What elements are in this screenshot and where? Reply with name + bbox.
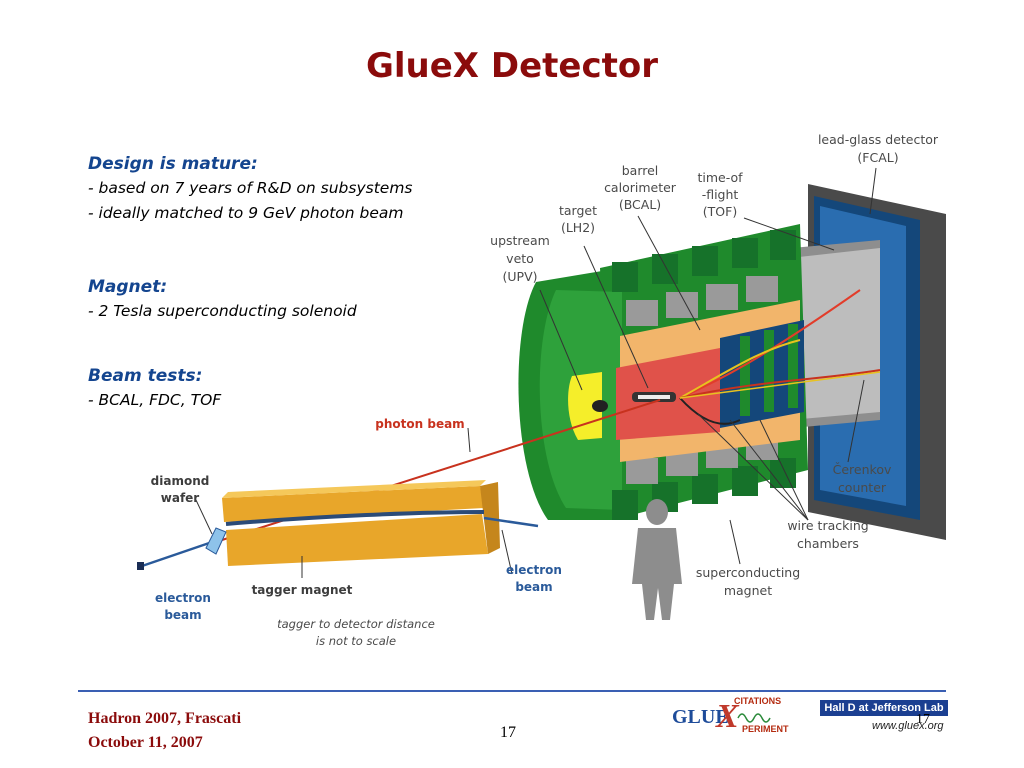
label-upstream: upstream (490, 233, 550, 248)
gluex-logo-x: X (716, 698, 739, 735)
footer-date: October 11, 2007 (88, 734, 203, 751)
section-heading-design: Design is mature: (88, 154, 258, 174)
label-tof-2: -flight (702, 187, 739, 202)
label-magnet: magnet (724, 583, 772, 598)
bullet-line: - based on 7 years of R&D on subsystems (88, 179, 413, 197)
label-lh2: (LH2) (561, 220, 595, 235)
label-tagger-magnet: tagger magnet (252, 583, 353, 597)
bullet-line: - 2 Tesla superconducting solenoid (88, 302, 357, 320)
label-upv: (UPV) (503, 269, 538, 284)
label-electron-beam-left: electron (155, 591, 211, 605)
gluex-logo-wave (737, 713, 771, 723)
upstream-veto (568, 372, 602, 440)
label-tof: time-of (697, 170, 743, 185)
label-scale-note-2: is not to scale (316, 634, 396, 648)
bullet-line: - ideally matched to 9 GeV photon beam (88, 204, 404, 222)
label-barrel: barrel (622, 163, 659, 178)
label-diamond: diamond (151, 474, 210, 488)
section-heading-magnet: Magnet: (88, 277, 168, 297)
bullet-list: Design is mature: - based on 7 years of … (88, 152, 488, 413)
electron-beam-line (141, 538, 219, 568)
label-cerenkov: Čerenkov (833, 462, 892, 477)
label-electron-beam-right: electron (506, 563, 562, 577)
label-electron-beam-left-2: beam (164, 608, 201, 622)
gluex-logo-periment: PERIMENT (742, 724, 789, 734)
label-photon-beam: photon beam (375, 417, 464, 431)
label-cerenkov-counter: counter (838, 480, 887, 495)
label-electron-beam-right-2: beam (515, 580, 552, 594)
label-scale-note: tagger to detector distance (277, 617, 435, 631)
gluex-logo-citations: CITATIONS (734, 696, 782, 706)
website-url: www.gluex.org (872, 720, 944, 732)
label-fcal: (FCAL) (857, 150, 898, 165)
bullet-line: - BCAL, FDC, TOF (88, 391, 222, 409)
section-heading-beam-tests: Beam tests: (88, 366, 203, 386)
barrel-calorimeter (620, 300, 800, 370)
label-superconducting: superconducting (696, 565, 800, 580)
label-veto: veto (506, 251, 534, 266)
person-silhouette-scale (632, 499, 682, 620)
footer-conference: Hadron 2007, Frascati (88, 710, 242, 727)
label-target: target (559, 203, 597, 218)
footer-divider (78, 690, 946, 692)
page-number: 17 (500, 724, 516, 741)
label-wire-tracking: wire tracking (787, 518, 868, 533)
label-bcal: (BCAL) (619, 197, 661, 212)
slide-title: GlueX Detector (365, 46, 658, 86)
label-wafer: wafer (161, 491, 200, 505)
label-lead-glass: lead-glass detector (818, 132, 939, 147)
page-number-overlay: 17 (916, 712, 930, 727)
tagger-magnet (222, 486, 484, 522)
label-calorimeter: calorimeter (604, 180, 677, 195)
label-chambers: chambers (797, 536, 859, 551)
diamond-wafer (205, 527, 227, 555)
label-tof-3: (TOF) (703, 204, 737, 219)
gluex-logo-text: GLUE (672, 706, 729, 728)
gluex-detector-diagram: lead-glass detector (FCAL) barrel calori… (137, 132, 946, 648)
hall-d-banner: Hall D at Jefferson Lab (820, 700, 948, 716)
